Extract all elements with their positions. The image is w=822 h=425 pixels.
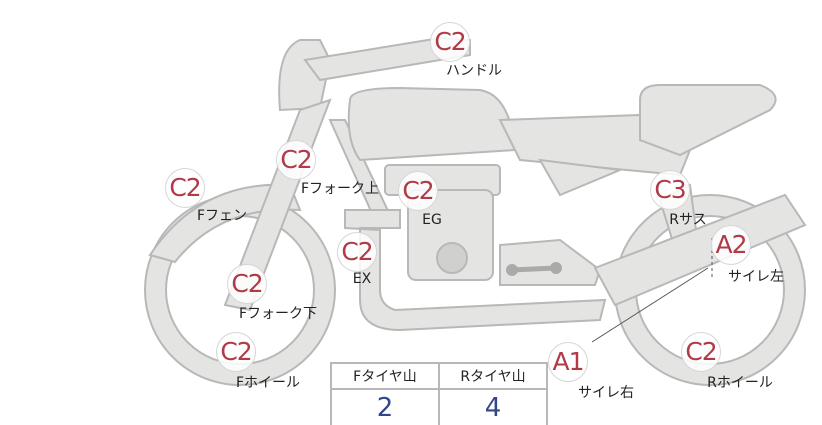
- engine-label: EG: [422, 212, 442, 228]
- f-wheel-grade-badge: C2: [216, 332, 256, 372]
- f-fork-upper-label: Fフォーク上: [300, 181, 380, 197]
- handle-grade-badge: C2: [430, 22, 470, 62]
- f-tire-tread-header: Fタイヤ山: [330, 362, 440, 390]
- silencer-left-grade-badge: A2: [711, 225, 751, 265]
- silencer-left-label: サイレ左: [728, 269, 784, 285]
- r-tire-tread-header: Rタイヤ山: [438, 362, 548, 390]
- r-suspension-grade-badge: C3: [650, 170, 690, 210]
- r-tire-tread-value: 4: [438, 388, 548, 425]
- f-fork-upper-grade-badge: C2: [276, 140, 316, 180]
- f-wheel-label: Fホイール: [235, 375, 301, 391]
- exhaust-label: EX: [352, 271, 372, 287]
- f-fender-grade-badge: C2: [165, 168, 205, 208]
- r-wheel-grade-badge: C2: [681, 332, 721, 372]
- f-fender-label: Fフェン: [196, 208, 248, 224]
- r-wheel-label: Rホイール: [707, 375, 773, 391]
- handle-label: ハンドル: [446, 63, 502, 79]
- exhaust-grade-badge: C2: [337, 232, 377, 272]
- f-fork-lower-grade-badge: C2: [227, 264, 267, 304]
- f-fork-lower-label: Fフォーク下: [238, 306, 318, 322]
- silencer-right-label: サイレ右: [578, 385, 634, 401]
- silencer-right-grade-badge: A1: [548, 342, 588, 382]
- engine-grade-badge: C2: [398, 171, 438, 211]
- r-suspension-label: Rサス: [669, 212, 707, 228]
- f-tire-tread-value: 2: [330, 388, 440, 425]
